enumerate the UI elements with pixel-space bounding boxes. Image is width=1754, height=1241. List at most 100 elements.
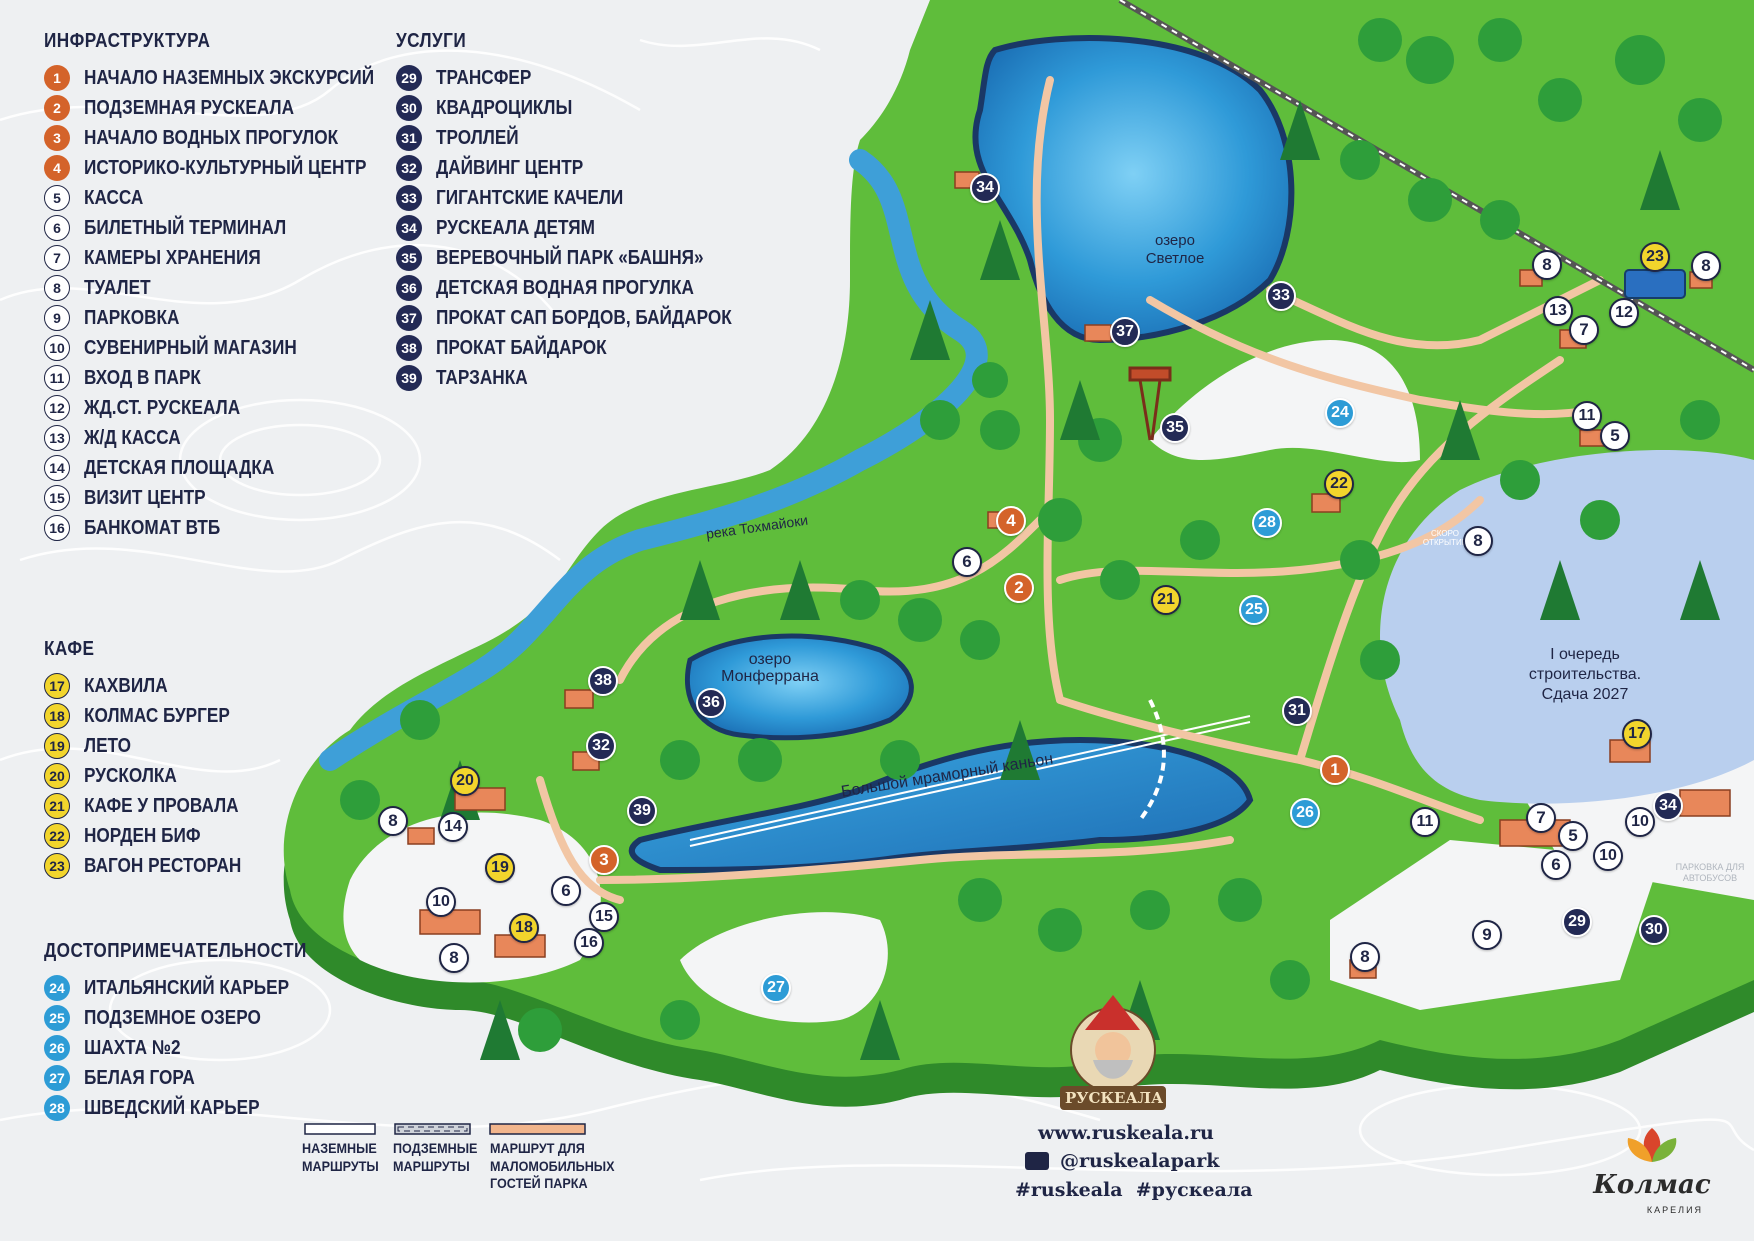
legend-badge: 36 — [396, 275, 422, 301]
map-marker[interactable]: 22 — [1324, 469, 1354, 499]
map-marker[interactable]: 11 — [1410, 807, 1440, 837]
map-marker[interactable]: 17 — [1622, 719, 1652, 749]
legend-item: 37 ПРОКАТ САП БОРДОВ, БАЙДАРОК — [396, 303, 780, 333]
map-marker[interactable]: 5 — [1600, 421, 1630, 451]
legend-label: НАЧАЛО ВОДНЫХ ПРОГУЛОК — [84, 126, 339, 149]
map-marker[interactable]: 32 — [586, 731, 616, 761]
map-marker[interactable]: 8 — [1350, 942, 1380, 972]
legend-services-title: УСЛУГИ — [396, 30, 467, 52]
trees — [340, 18, 1722, 1060]
kolmas-logo — [1627, 1128, 1677, 1162]
legend-badge: 8 — [44, 275, 70, 301]
map-marker[interactable]: 26 — [1290, 798, 1320, 828]
legend-badge: 37 — [396, 305, 422, 331]
map-marker[interactable]: 37 — [1110, 317, 1140, 347]
map-marker[interactable]: 8 — [1691, 251, 1721, 281]
map-marker[interactable]: 27 — [761, 973, 791, 1003]
map-marker[interactable]: 34 — [970, 173, 1000, 203]
paths — [536, 76, 1604, 904]
legend-badge: 26 — [44, 1035, 70, 1061]
map-marker[interactable]: 8 — [1532, 250, 1562, 280]
map-marker[interactable]: 16 — [574, 928, 604, 958]
legend-badge: 13 — [44, 425, 70, 451]
legend-label: ДЕТСКАЯ ВОДНАЯ ПРОГУЛКА — [436, 276, 694, 299]
map-marker[interactable]: 14 — [438, 812, 468, 842]
legend-label: ГИГАНТСКИЕ КАЧЕЛИ — [436, 186, 624, 209]
map-marker[interactable]: 19 — [485, 853, 515, 883]
map-marker[interactable]: 13 — [1543, 296, 1573, 326]
map-marker[interactable]: 18 — [509, 913, 539, 943]
map-marker[interactable]: 20 — [450, 766, 480, 796]
map-marker[interactable]: 10 — [426, 887, 456, 917]
map-marker[interactable]: 1 — [1320, 755, 1350, 785]
legend-label: ВЕРЕВОЧНЫЙ ПАРК «БАШНЯ» — [436, 246, 704, 269]
map-marker[interactable]: 5 — [1558, 821, 1588, 851]
legend-label: ДАЙВИНГ ЦЕНТР — [436, 156, 584, 179]
map-marker[interactable]: 34 — [1653, 791, 1683, 821]
map-marker[interactable]: 28 — [1252, 508, 1282, 538]
ruskeala-logo — [1060, 995, 1166, 1110]
label-bus-parking: ПАРКОВКА ДЛЯ АВТОБУСОВ — [1675, 862, 1745, 883]
map-marker[interactable]: 15 — [589, 902, 619, 932]
legend-badge: 35 — [396, 245, 422, 271]
map-marker[interactable]: 21 — [1151, 585, 1181, 615]
map-marker[interactable]: 2 — [1004, 573, 1034, 603]
legend-label: КАМЕРЫ ХРАНЕНИЯ — [84, 246, 261, 269]
legend-badge: 23 — [44, 853, 70, 879]
legend-badge: 10 — [44, 335, 70, 361]
map-marker[interactable]: 9 — [1472, 920, 1502, 950]
map-marker[interactable]: 7 — [1526, 803, 1556, 833]
legend-infrastructure-title: ИНФРАСТРУКТУРА — [44, 30, 211, 52]
map-marker[interactable]: 6 — [551, 876, 581, 906]
map-marker[interactable]: 29 — [1562, 907, 1592, 937]
legend-label: ВАГОН РЕСТОРАН — [84, 854, 242, 877]
map-marker[interactable]: 8 — [439, 943, 469, 973]
map-marker[interactable]: 6 — [1541, 850, 1571, 880]
map-marker[interactable]: 23 — [1640, 242, 1670, 272]
legend-badge: 34 — [396, 215, 422, 241]
legend-item: 23 ВАГОН РЕСТОРАН — [44, 851, 267, 881]
label-lake-svetloe: озеро Светлое — [1145, 232, 1205, 267]
map-marker[interactable]: 24 — [1325, 398, 1355, 428]
map-marker[interactable]: 7 — [1569, 315, 1599, 345]
map-marker[interactable]: 12 — [1609, 298, 1639, 328]
contact-vk[interactable]: @ruskealapark — [1060, 1150, 1220, 1172]
legend-badge: 21 — [44, 793, 70, 819]
map-marker[interactable]: 36 — [696, 688, 726, 718]
legend-label: НАЧАЛО НАЗЕМНЫХ ЭКСКУРСИЙ — [84, 66, 375, 89]
legend-sights-title: ДОСТОПРИМЕЧАТЕЛЬНОСТИ — [44, 940, 307, 962]
map-marker[interactable]: 3 — [589, 845, 619, 875]
legend-label: ЖД.СТ. РУСКЕАЛА — [84, 396, 241, 419]
map-marker[interactable]: 8 — [1463, 526, 1493, 556]
legend-badge: 6 — [44, 215, 70, 241]
map-marker[interactable]: 11 — [1572, 401, 1602, 431]
map-marker[interactable]: 30 — [1639, 915, 1669, 945]
map-marker[interactable]: 31 — [1282, 696, 1312, 726]
legend-label: ПРОКАТ САП БОРДОВ, БАЙДАРОК — [436, 306, 732, 329]
map-marker[interactable]: 10 — [1625, 807, 1655, 837]
map-marker[interactable]: 39 — [627, 796, 657, 826]
map-marker[interactable]: 8 — [378, 806, 408, 836]
contact-website[interactable]: www.ruskeala.ru — [1038, 1122, 1214, 1144]
map-marker[interactable]: 33 — [1266, 281, 1296, 311]
map-marker[interactable]: 38 — [588, 666, 618, 696]
map-marker[interactable]: 25 — [1239, 595, 1269, 625]
route-legend-underground: ПОДЗЕМНЫЕ МАРШРУТЫ — [393, 1140, 478, 1174]
legend-badge: 4 — [44, 155, 70, 181]
map-marker[interactable]: 4 — [996, 506, 1026, 536]
map-marker[interactable]: 10 — [1593, 841, 1623, 871]
map-marker[interactable]: 6 — [952, 547, 982, 577]
legend-label: КАССА — [84, 186, 144, 209]
map-marker[interactable]: 35 — [1160, 413, 1190, 443]
route-legend-ground: НАЗЕМНЫЕ МАРШРУТЫ — [302, 1140, 379, 1174]
